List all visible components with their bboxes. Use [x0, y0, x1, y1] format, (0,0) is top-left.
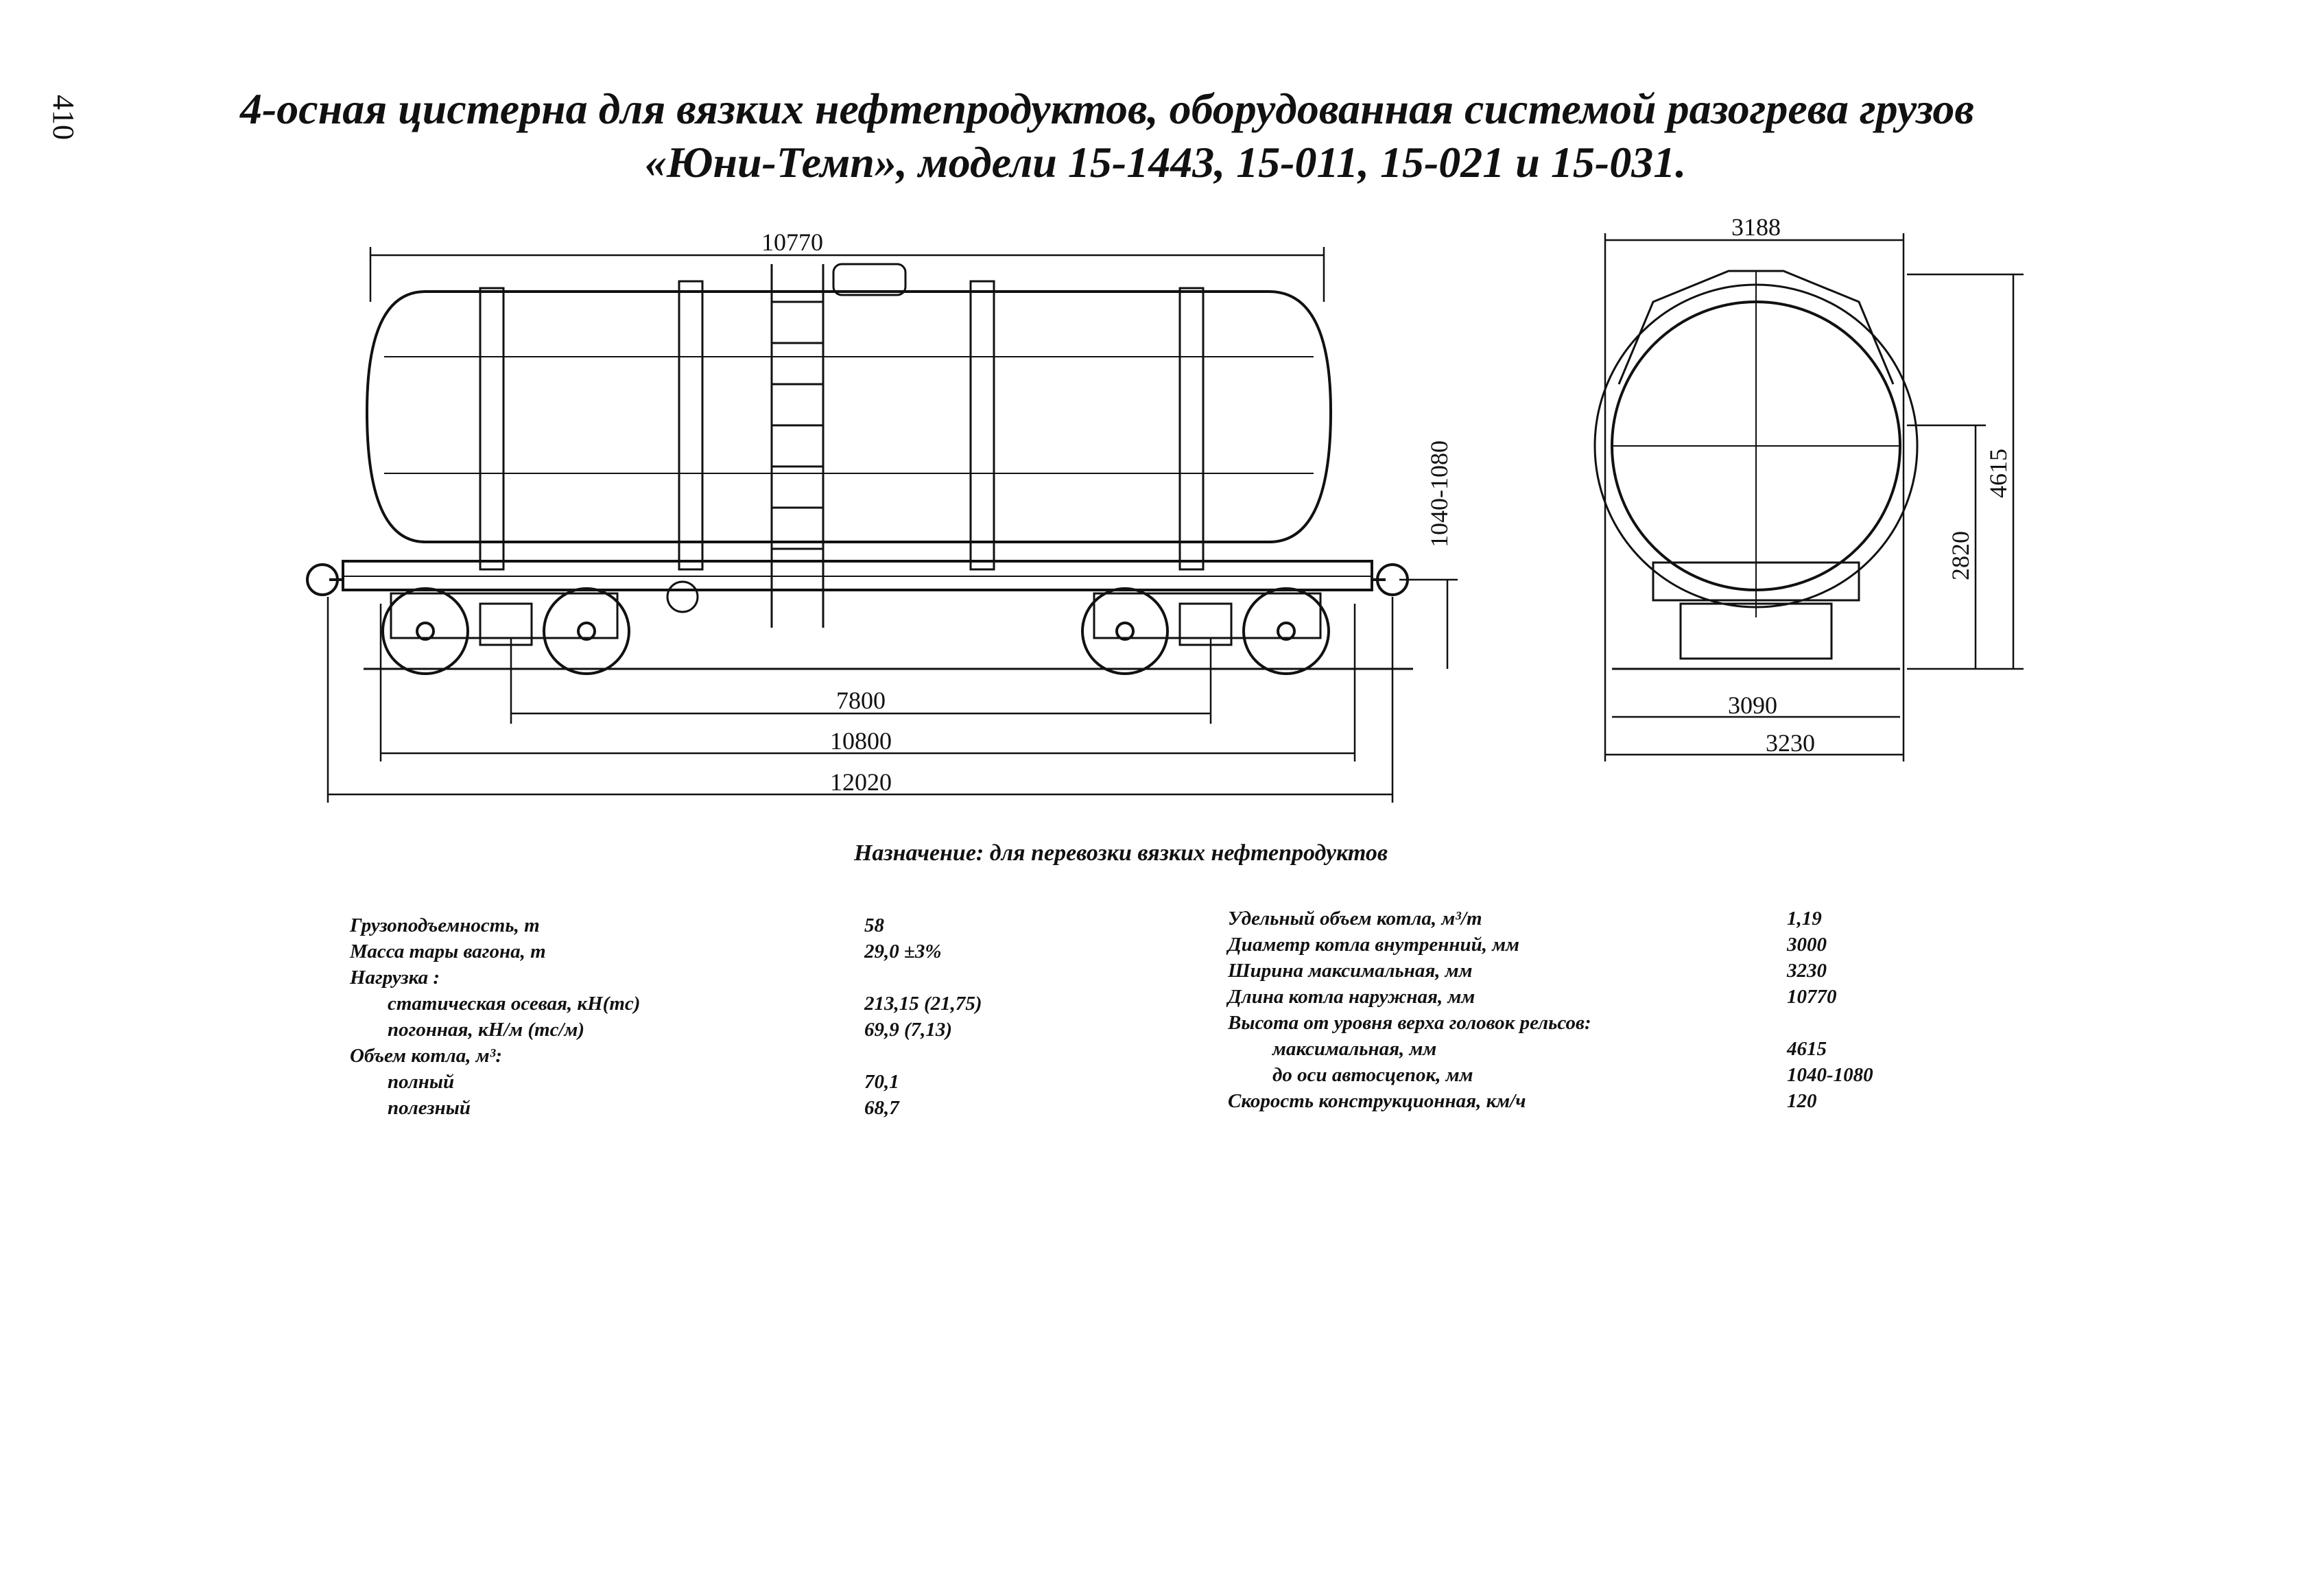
- dim-total-height: 4615: [1984, 449, 2012, 498]
- spec-value: 4615: [1787, 1038, 1827, 1060]
- spec-value: 3000: [1787, 934, 1827, 956]
- spec-value: 1,19: [1787, 908, 1822, 930]
- coupler-left: [306, 563, 343, 596]
- spec-value: 70,1: [864, 1071, 899, 1093]
- specs-right-values: 1,19 3000 3230 10770 4615 1040-1080 120: [1787, 906, 1873, 1114]
- dim-frame-length: 10800: [830, 727, 892, 755]
- spec-value: 58: [864, 914, 884, 936]
- spec-label: Скорость конструкционная, км/ч: [1228, 1090, 1526, 1112]
- dim-bogie-base: 7800: [836, 687, 886, 714]
- spec-value: 69,9 (7,13): [864, 1019, 953, 1041]
- spec-value: 10770: [1787, 986, 1837, 1008]
- spec-value: 68,7: [864, 1097, 899, 1119]
- spec-label: статическая осевая, кН(тс): [388, 993, 641, 1015]
- tank-band: [479, 287, 505, 571]
- spec-value: [864, 1043, 982, 1069]
- tank-band: [678, 280, 704, 571]
- dim-coupler-length: 12020: [830, 768, 892, 796]
- dim-boiler-length: 10770: [761, 228, 823, 256]
- spec-value: 120: [1787, 1090, 1817, 1112]
- dim-top-width: 3188: [1731, 213, 1781, 241]
- dim-axis-height: 2820: [1947, 531, 1974, 580]
- bogie-right: [1081, 587, 1330, 675]
- spec-label: полный: [388, 1071, 455, 1093]
- tank-band: [1178, 287, 1205, 571]
- tank-band: [969, 280, 995, 571]
- spec-label: Диаметр котла внутренний, мм: [1228, 934, 1519, 956]
- spec-value: 213,15 (21,75): [864, 993, 982, 1015]
- spec-label: Удельный объем котла, м³/т: [1228, 908, 1482, 930]
- side-view: [306, 263, 1413, 675]
- page-title: 4-осная цистерна для вязких нефтепродукт…: [0, 82, 2324, 189]
- spec-label: до оси автосцепок, мм: [1272, 1064, 1473, 1086]
- spec-label: Грузоподъемность, т: [350, 914, 540, 936]
- bogie-left: [381, 587, 630, 675]
- spec-label: полезный: [388, 1097, 471, 1119]
- dim-bottom-width: 3090: [1728, 692, 1777, 719]
- spec-value: [1787, 1010, 1873, 1036]
- spec-label: погонная, кН/м (тс/м): [388, 1019, 585, 1041]
- spec-label: Высота от уровня верха головок рельсов:: [1228, 1012, 1591, 1034]
- spec-value: [864, 965, 982, 991]
- dim-max-width: 3230: [1766, 729, 1815, 757]
- end-bogie: [1679, 602, 1833, 660]
- spec-label: Масса тары вагона, т: [350, 941, 546, 962]
- spec-label: Длина котла наружная, мм: [1228, 986, 1475, 1008]
- spec-label: Объем котла, м³:: [350, 1045, 502, 1067]
- end-frame: [1652, 561, 1860, 602]
- specs-right-labels: Удельный объем котла, м³/т Диаметр котла…: [1228, 906, 1591, 1114]
- spec-value: 3230: [1787, 960, 1827, 982]
- specs-left-labels: Грузоподъемность, т Масса тары вагона, т…: [350, 912, 640, 1121]
- tank-body: [365, 290, 1333, 543]
- hatch: [832, 263, 907, 296]
- spec-value: 29,0 ±3%: [864, 941, 942, 962]
- spec-label: Ширина максимальная, мм: [1228, 960, 1473, 982]
- side-view-dimension-lines: [327, 247, 1458, 803]
- end-view: [1593, 270, 1919, 670]
- purpose-heading: Назначение: для перевозки вязких нефтепр…: [853, 840, 1388, 866]
- spec-value: 1040-1080: [1787, 1064, 1873, 1086]
- title-line-2: «Юни-Темп», модели 15-1443, 15-011, 15-0…: [644, 138, 1687, 187]
- brake-wheel: [666, 580, 699, 613]
- spec-label: Нагрузка :: [350, 967, 440, 989]
- dim-coupler-height: 1040-1080: [1425, 440, 1453, 547]
- end-view-dimension-lines: [1604, 233, 2024, 761]
- spec-label: максимальная, мм: [1272, 1038, 1437, 1060]
- title-line-1: 4-осная цистерна для вязких нефтепродукт…: [239, 84, 1975, 133]
- ladder: [770, 264, 825, 628]
- specs-left-values: 58 29,0 ±3% 213,15 (21,75) 69,9 (7,13) 7…: [864, 912, 982, 1121]
